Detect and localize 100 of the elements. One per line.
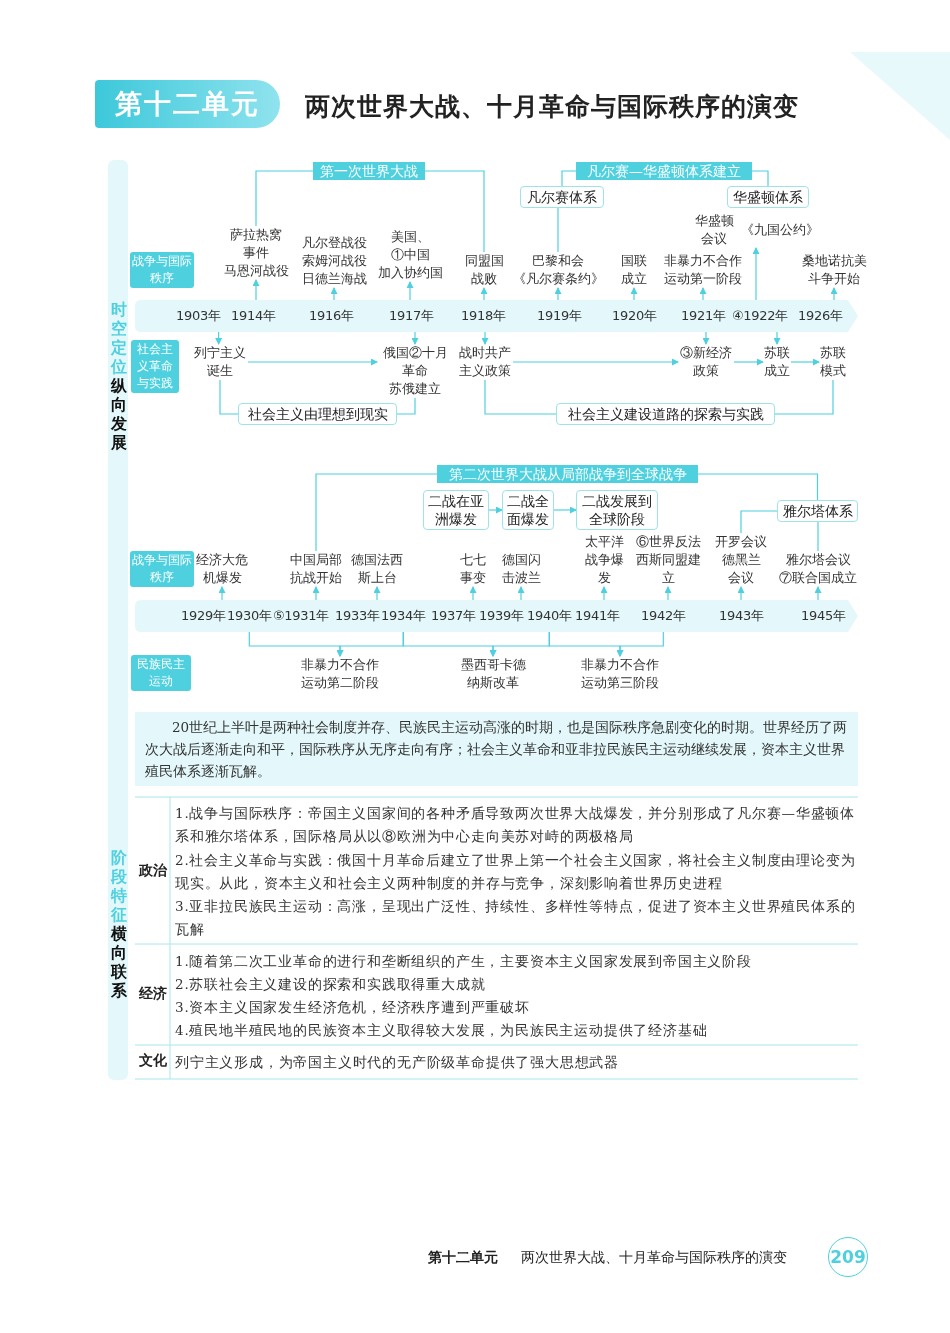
event-text: 苏联模式	[819, 344, 847, 380]
page-title: 两次世界大战、十月革命与国际秩序的演变	[305, 91, 799, 123]
event-label: 德黑兰会议	[720, 551, 762, 587]
year-label: 1933年	[334, 600, 381, 632]
event-label: 美国、①中国	[389, 228, 431, 264]
section-heading-bar: 第一次世界大战	[313, 162, 425, 180]
year-label: 1930年	[226, 600, 273, 632]
year-label: 1914年	[230, 300, 277, 332]
arrow	[247, 358, 378, 366]
timeline-band	[135, 600, 858, 632]
connector-line	[697, 473, 819, 501]
connector-line	[561, 170, 577, 187]
year-label: 1937年	[430, 600, 477, 632]
connector-line	[424, 170, 485, 253]
arrow	[830, 287, 838, 301]
year-label: 1939年	[478, 600, 525, 632]
connector-line	[751, 170, 769, 187]
table-text: 3.资本主义国家发生经济危机，经济秩序遭到严重破坏	[175, 998, 531, 1017]
table-text: 列宁主义形成，为帝国主义时代的无产阶级革命提供了强大思想武器	[175, 1053, 620, 1072]
stage-box: 雅尔塔体系	[777, 500, 858, 522]
stage-box: 二战全面爆发	[502, 490, 554, 530]
arrow	[512, 358, 679, 366]
arrow	[312, 586, 320, 601]
event-text: ⑥世界反法西斯同盟建立	[633, 533, 703, 587]
stage-box: 二战发展到全球阶段	[576, 490, 658, 530]
arrow	[218, 586, 226, 601]
event-text: 中国局部抗战开始	[288, 551, 344, 587]
event-text: 同盟国战败	[463, 252, 505, 288]
row-heading: 文化	[138, 1052, 168, 1070]
year-label: 1921年	[680, 300, 727, 332]
arrow	[733, 358, 764, 366]
connector-line	[396, 397, 416, 415]
arrow	[790, 358, 820, 366]
side-heading: 纵向发展	[110, 376, 128, 452]
event-label: 凡尔登战役	[300, 234, 368, 252]
event-label: 开罗会议	[714, 533, 768, 551]
footer-unit: 第十二单元	[428, 1249, 499, 1267]
event-label: 雅尔塔会议	[784, 551, 852, 569]
table-text: 4.殖民地半殖民地的民族资本主义取得较大发展，为民族民主运动提供了经济基础	[175, 1021, 709, 1040]
section-heading-bar: 凡尔赛—华盛顿体系建立	[576, 162, 752, 180]
arrow	[554, 287, 562, 301]
year-label: ⑤1931年	[272, 600, 330, 632]
event-label: 加入协约国	[376, 264, 444, 282]
event-label: 俄国②十月革命	[381, 344, 449, 380]
event-text: 非暴力不合作运动第一阶段	[663, 252, 743, 288]
unit-badge: 第十二单元	[95, 80, 280, 128]
stage-box: 二战在亚洲爆发	[423, 490, 489, 530]
category-tag: 民族民主运动	[131, 655, 191, 691]
event-label: 苏俄建立	[388, 380, 442, 398]
connector-line	[315, 473, 438, 552]
arrow	[664, 586, 672, 601]
connector-line	[557, 207, 559, 253]
row-heading: 政治	[138, 862, 168, 880]
arrow	[600, 586, 608, 601]
event-text: 桑地诺抗美斗争开始	[799, 252, 869, 288]
table-text: 2.苏联社会主义建设的探索和实践取得重大成就	[175, 975, 487, 994]
side-heading: 时空定位	[110, 300, 128, 376]
arrow	[411, 331, 419, 345]
event-label: 日德兰海战	[300, 270, 368, 288]
year-label: 1945年	[800, 600, 847, 632]
event-text: 战时共产主义政策	[457, 344, 513, 380]
arrow	[752, 247, 760, 301]
event-label: ⑦联合国成立	[778, 569, 858, 587]
category-tag: 战争与国际秩序	[130, 252, 194, 288]
year-label: 1916年	[308, 300, 355, 332]
table-text: 2.社会主义革命与实践：俄国十月革命后建立了世界上第一个社会主义国家，将社会主义制度由理论变为现实。从此，资本主义和社会主义两种制度的并存与竞争，深刻影响着世界历史进程	[175, 851, 857, 893]
arrow	[702, 331, 710, 345]
section-heading-bar: 第二次世界大战从局部战争到全球战争	[437, 465, 698, 483]
footer-title: 两次世界大战、十月革命与国际秩序的演变	[521, 1249, 788, 1267]
event-text: 苏联成立	[763, 344, 791, 380]
connector-line	[219, 379, 239, 415]
arrow	[406, 281, 414, 301]
event-label: 《九国公约》	[741, 221, 819, 239]
arrow	[481, 331, 489, 345]
event-text: 非暴力不合作运动第三阶段	[580, 656, 660, 692]
year-label: 1934年	[380, 600, 427, 632]
year-label: 1917年	[388, 300, 435, 332]
event-text: 七七事变	[459, 551, 487, 587]
connector-line	[817, 521, 819, 552]
table-text: 3.亚非拉民族民主运动：高涨，呈现出广泛性、持续性、多样性等特点，促进了资本主义世界殖民体系的瓦解	[175, 897, 857, 939]
event-label: 《凡尔赛条约》	[511, 270, 605, 288]
year-label: 1942年	[640, 600, 687, 632]
stage-box: 凡尔赛体系	[520, 186, 604, 208]
table-text: 1.随着第二次工业革命的进行和垄断组织的产生，主要资本主义国家发展到帝国主义阶段	[175, 952, 753, 971]
event-text: 德国闪击波兰	[500, 551, 542, 587]
event-text: 非暴力不合作运动第二阶段	[300, 656, 380, 692]
category-tag: 社会主义革命与实践	[131, 340, 179, 393]
stage-box: 社会主义由理想到现实	[238, 403, 397, 425]
event-label: 萨拉热窝事件	[229, 226, 283, 262]
event-label: 索姆河战役	[300, 252, 368, 270]
year-label: 1919年	[536, 300, 583, 332]
arrow	[252, 279, 260, 301]
event-label: 巴黎和会	[531, 252, 585, 270]
year-label: ④1922年	[731, 300, 789, 332]
year-label: 1929年	[180, 600, 227, 632]
year-label: 1920年	[611, 300, 658, 332]
year-label: 1918年	[460, 300, 507, 332]
connector-line	[484, 379, 557, 415]
event-text: 列宁主义诞生	[192, 344, 248, 380]
event-text: 国联成立	[620, 252, 648, 288]
